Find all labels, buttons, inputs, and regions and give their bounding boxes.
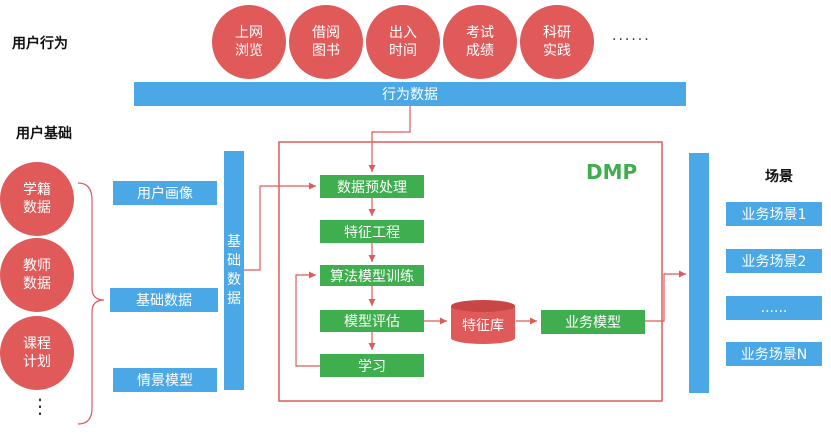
behavior-circle-library: 借阅 图书 xyxy=(289,5,363,79)
behavior-circle-attendance: 出入 时间 xyxy=(366,5,440,79)
arrow-behavior-to-preprocess xyxy=(368,106,411,172)
scene-box-more: ...... xyxy=(726,296,822,320)
scenes-label: 场景 xyxy=(765,169,793,185)
basic-data-box: 基础数据 xyxy=(110,288,218,312)
step-preprocess: 数据预处理 xyxy=(320,175,424,198)
behavior-more: ······ xyxy=(612,32,651,48)
left-bracket xyxy=(77,182,105,425)
user-profile-box: 用户画像 xyxy=(113,181,217,205)
user-basic-label: 用户基础 xyxy=(16,126,72,142)
arrow-basic-to-preprocess xyxy=(244,182,316,271)
dmp-title: DMP xyxy=(586,160,638,184)
step-model-training: 算法模型训练 xyxy=(320,265,424,286)
arrow-learn-loop xyxy=(295,271,320,367)
basic-circle-course: 课程 计划 xyxy=(0,316,74,390)
step-model-evaluation: 模型评估 xyxy=(320,310,424,332)
basic-data-vertical-bar: 基 础 数 据 xyxy=(224,151,244,390)
user-behavior-label: 用户行为 xyxy=(12,36,68,52)
step-learning: 学习 xyxy=(320,354,424,377)
dmp-frame xyxy=(278,141,663,402)
basic-circle-student: 学籍 数据 xyxy=(0,162,74,236)
basic-more: ⋮ xyxy=(30,394,52,418)
behavior-data-bar: 行为数据 xyxy=(134,82,686,106)
basic-data-vertical-text: 基 础 数 据 xyxy=(227,234,241,307)
scene-box-2: 业务场景2 xyxy=(726,249,822,273)
behavior-circle-exam: 考试 成绩 xyxy=(443,5,517,79)
basic-circle-teacher: 教师 数据 xyxy=(0,238,74,312)
step-feature-engineering: 特征工程 xyxy=(320,220,424,243)
scenes-vertical-bar xyxy=(689,153,709,393)
arrow-model-to-scenes xyxy=(645,270,686,322)
behavior-circle-research: 科研 实践 xyxy=(520,5,594,79)
scenario-model-box: 情景模型 xyxy=(113,368,217,392)
scene-box-n: 业务场景N xyxy=(726,342,822,366)
scene-box-1: 业务场景1 xyxy=(726,202,822,226)
business-model-box: 业务模型 xyxy=(541,310,645,334)
behavior-circle-web: 上网 浏览 xyxy=(212,5,286,79)
feature-store-label: 特征库 xyxy=(462,318,504,334)
